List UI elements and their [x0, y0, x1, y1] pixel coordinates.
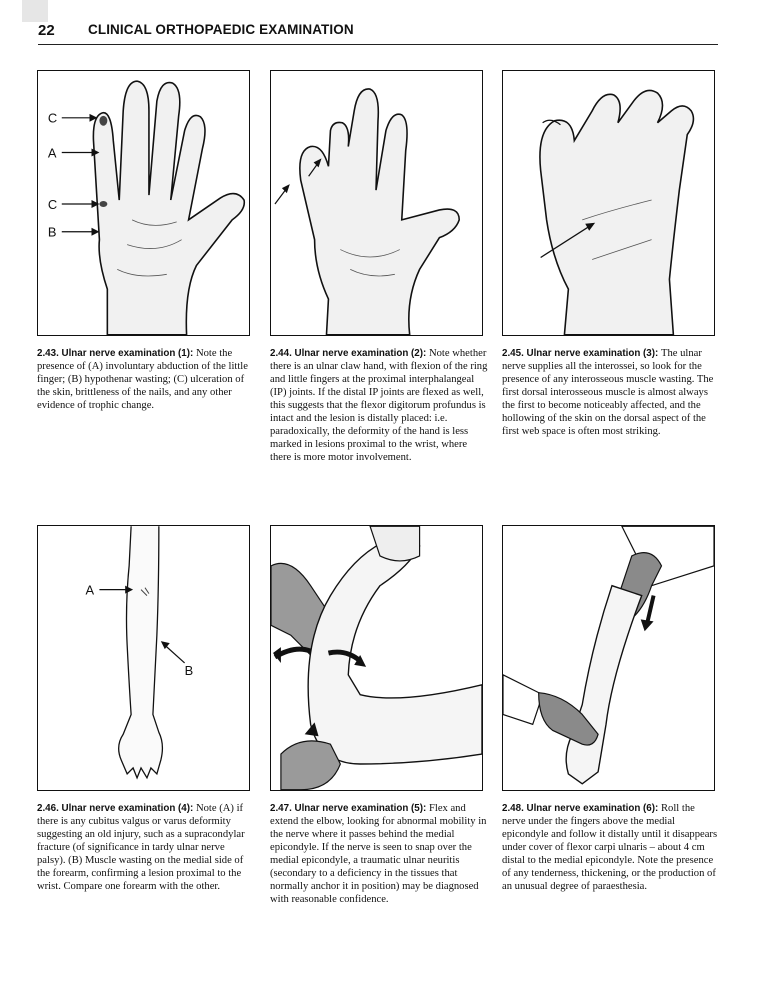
figure-2-43-caption: 2.43. Ulnar nerve examination (1): Note …	[37, 348, 248, 411]
figure-2-47-illustration	[270, 525, 483, 791]
figure-2-46-caption: 2.46. Ulnar nerve examination (4): Note …	[37, 803, 245, 892]
open-hand-drawing: C A C B	[48, 80, 246, 335]
figure-2-43-illustration: C A C B	[37, 70, 250, 336]
page-number: 22	[38, 22, 55, 39]
arm-outline-drawing: A B	[86, 526, 194, 780]
page-title: CLINICAL ORTHOPAEDIC EXAMINATION	[88, 22, 354, 37]
label-b: B	[185, 663, 194, 678]
elbow-flexion-drawing	[271, 526, 482, 790]
figure-2-45-illustration	[502, 70, 715, 336]
figure-2-46-illustration: A B	[37, 525, 250, 791]
figure-2-48-caption: 2.48. Ulnar nerve examination (6): Roll …	[502, 803, 718, 892]
dorsal-hand-drawing	[539, 89, 695, 335]
label-b: B	[48, 225, 57, 240]
figure-2-44-illustration	[270, 70, 483, 336]
running-header: 22 CLINICAL ORTHOPAEDIC EXAMINATION	[38, 18, 718, 45]
label-c-skin: C	[48, 197, 57, 212]
figure-2-47-caption: 2.47. Ulnar nerve examination (5): Flex …	[270, 803, 487, 905]
page-corner-mark	[22, 0, 48, 22]
label-a: A	[48, 145, 57, 160]
label-a: A	[86, 583, 95, 598]
figure-2-48-illustration	[502, 525, 715, 791]
figure-2-44-caption: 2.44. Ulnar nerve examination (2): Note …	[270, 348, 488, 463]
figure-2-45-caption: 2.45. Ulnar nerve examination (3): The u…	[502, 348, 714, 437]
nerve-palpation-drawing	[503, 526, 714, 785]
claw-hand-drawing	[274, 88, 461, 335]
label-c-nail: C	[48, 111, 57, 126]
